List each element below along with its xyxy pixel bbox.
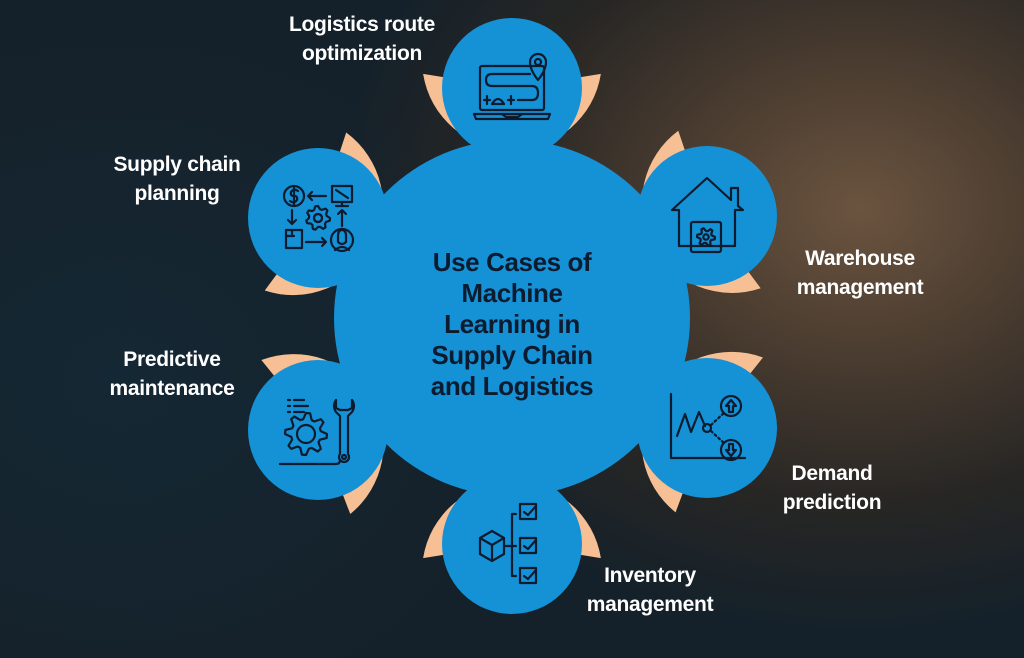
center-title: Use Cases of Machine Learning in Supply … (392, 247, 632, 402)
title-line: Learning in (444, 309, 580, 339)
house-gear-icon (670, 176, 745, 254)
node-circle (442, 18, 582, 158)
label-line: planning (134, 182, 220, 205)
box-checklist-icon (478, 502, 538, 585)
label-line: Inventory (604, 564, 696, 587)
label-route: Logistics route optimization (262, 10, 462, 68)
label-warehouse: Warehouse management (760, 244, 960, 302)
label-line: management (586, 593, 714, 616)
node-circle (248, 148, 388, 288)
node-route (442, 18, 582, 158)
label-line: Predictive (123, 348, 221, 371)
node-warehouse (637, 146, 777, 286)
node-circle (637, 146, 777, 286)
label-maintenance: Predictive maintenance (72, 345, 272, 403)
node-inventory (442, 474, 582, 614)
supply-cycle-icon (282, 184, 355, 253)
label-line: optimization (301, 42, 423, 65)
node-planning (248, 148, 388, 288)
label-demand: Demand prediction (732, 459, 932, 517)
label-line: prediction (782, 491, 882, 514)
label-line: management (796, 276, 924, 299)
label-line: Warehouse (805, 247, 915, 270)
title-line: Use Cases of (432, 247, 592, 277)
laptop-route-pin-icon (472, 52, 552, 121)
center-disk (334, 140, 690, 496)
label-line: maintenance (109, 377, 235, 400)
label-line: Supply chain (113, 153, 241, 176)
title-line: and Logistics (430, 371, 594, 401)
label-planning: Supply chain planning (82, 150, 272, 208)
chart-up-down-icon (669, 392, 747, 462)
title-line: Machine (461, 278, 563, 308)
label-inventory: Inventory management (550, 561, 750, 619)
gear-wrench-icon (278, 398, 356, 466)
title-line: Supply Chain (431, 340, 593, 370)
label-line: Logistics route (288, 13, 436, 36)
node-maintenance (248, 360, 388, 500)
label-line: Demand (791, 462, 873, 485)
node-demand (637, 358, 777, 498)
node-circle (637, 358, 777, 498)
